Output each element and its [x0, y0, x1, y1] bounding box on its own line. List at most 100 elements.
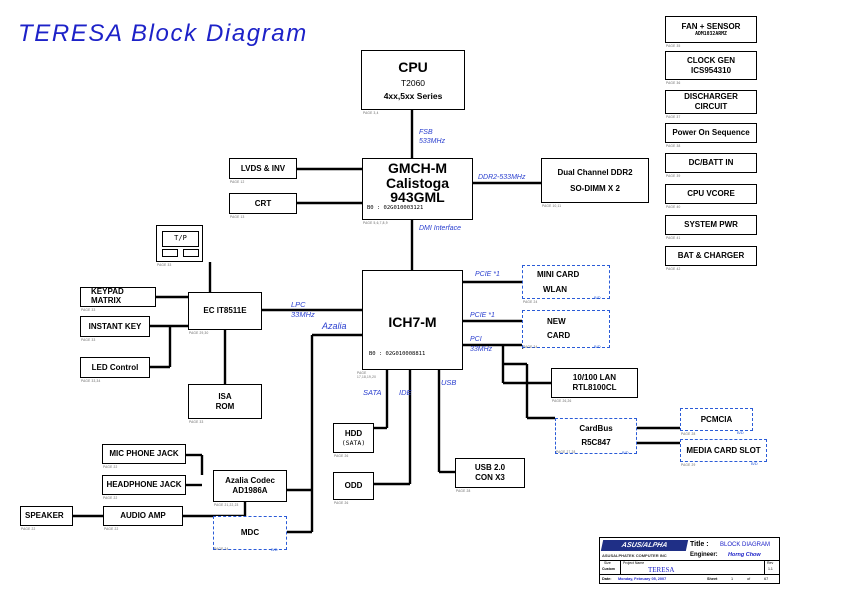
lan-line2: RTL8100CL	[572, 383, 617, 392]
page-ref: PAGE 21,22,23	[214, 503, 239, 507]
sata-label: SATA	[363, 388, 382, 397]
page-ref: PAGE 39	[666, 174, 681, 178]
isa-line1: ISA	[218, 391, 232, 401]
ide-label: IDE	[399, 388, 412, 397]
isa-line2: ROM	[215, 401, 235, 411]
page-ref: PAGE 3,4	[363, 111, 379, 115]
page-ref: PAGE 38	[666, 144, 681, 148]
page-ref: PAGE 33	[81, 308, 96, 312]
touchpad-label: T/P	[174, 234, 187, 242]
hdd-line1: HDD	[344, 428, 363, 438]
rev-label: Rev	[767, 561, 774, 565]
led-control-block: LED Control	[80, 357, 150, 378]
pcie1-label: PCIE *1	[475, 271, 500, 278]
cpu-model: T2060	[400, 78, 426, 89]
dash-ref: B/D	[737, 430, 744, 435]
media-card-label: MEDIA CARD SLOT	[686, 445, 761, 455]
power-block-line2: ICS954310	[690, 65, 732, 75]
usb-line1: USB 2.0	[474, 463, 506, 472]
mic-jack-label: MIC PHONE JACK	[109, 449, 179, 458]
page-ref: PAGE 40	[666, 205, 681, 209]
project-label: Project Name	[623, 561, 645, 565]
mdc-label: MDC	[240, 528, 260, 537]
newcard-line2: CARD	[547, 331, 571, 340]
pcmcia-block: PCMCIA	[680, 408, 753, 431]
lpc-speed: 33MHz	[291, 310, 315, 319]
sheet-label: Sheet	[707, 577, 718, 581]
codec-block: Azalia Codec AD1986A	[213, 470, 287, 502]
ddr-block: Dual Channel DDR2 SO-DIMM X 2	[541, 158, 649, 203]
dash-ref: B/D	[751, 461, 758, 466]
fsb-label: FSB	[419, 129, 433, 136]
ec-block: EC IT8511E	[188, 292, 262, 330]
mdc-block: MDC	[213, 516, 287, 550]
page-ref: PAGE 12	[230, 180, 245, 184]
company-logo: ASUS/ALPHA	[600, 540, 689, 551]
touchpad-block: T/P	[156, 225, 203, 262]
touchpad-right-button	[183, 249, 199, 257]
odd-block: ODD	[333, 472, 374, 500]
logo-text: ASUS/ALPHA	[620, 542, 668, 549]
cpu-series: 4xx,5xx Series	[383, 90, 443, 101]
azalia-bus-label: Azalia	[322, 321, 347, 331]
gmch-part-number: B0 : 02G010003121	[367, 205, 424, 212]
dmi-label: DMI Interface	[419, 225, 462, 232]
page-ref: PAGE 33,34	[81, 379, 101, 383]
of-value: 67	[764, 577, 769, 581]
minicard-line2: WLAN	[543, 284, 567, 294]
power-block-line1: DISCHARGER	[684, 92, 738, 101]
page-ref: PAGE 28	[681, 432, 696, 436]
ec-label: EC IT8511E	[203, 306, 247, 315]
media-card-block: MEDIA CARD SLOT	[680, 439, 767, 462]
instant-key-label: INSTANT KEY	[88, 321, 142, 331]
page-ref: PAGE 22	[104, 527, 119, 531]
minicard-line1: MINI CARD	[537, 269, 580, 279]
hdd-block: HDD (SATA)	[333, 423, 374, 453]
lvds-block: LVDS & INV	[229, 158, 297, 179]
power-block-line1: SYSTEM PWR	[684, 220, 738, 229]
crt-block: CRT	[229, 193, 297, 214]
engineer-label: Engineer:	[690, 552, 718, 558]
isa-rom-block: ISA ROM	[188, 384, 262, 419]
power-block: DC/BATT IN	[665, 153, 757, 173]
power-block-line1: CLOCK GEN	[687, 55, 735, 65]
keypad-block: KEYPAD MATRIX	[80, 287, 156, 307]
lpc-label: LPC	[291, 300, 306, 309]
gmch-line3: 943GML	[390, 189, 445, 206]
usb-bus-label: USB	[441, 378, 457, 387]
audio-amp-label: AUDIO AMP	[120, 511, 166, 520]
headphone-jack-label: HEADPHONE JACK	[106, 480, 182, 489]
size-label: Size	[604, 561, 611, 565]
dash-ref: B/D	[594, 344, 601, 349]
page-ref: PAGE 26	[334, 454, 349, 458]
minicard-block: MINI CARD WLAN	[522, 265, 610, 299]
page-ref: PAGE 24	[214, 547, 229, 551]
page-ref: PAGE 24	[523, 300, 538, 304]
page-ref: PAGE 22	[103, 496, 118, 500]
keypad-line2: MATRIX	[91, 296, 122, 305]
page-ref: PAGE 28	[456, 489, 471, 493]
power-block-line1: DC/BATT IN	[688, 158, 734, 167]
page-ref: PAGE 41	[666, 236, 681, 240]
page-ref: PAGE 37	[666, 115, 681, 119]
power-block: CPU VCORE	[665, 184, 757, 204]
pcie2-label: PCIE *1	[470, 312, 495, 319]
pcmcia-label: PCMCIA	[700, 414, 733, 424]
power-block-line2: CIRCUIT	[694, 102, 728, 111]
page-ref: PAGE 22	[21, 527, 36, 531]
speaker-label: SPEAKER	[25, 511, 64, 520]
cpu-label: CPU	[398, 58, 428, 75]
power-block-line1: Power On Sequence	[672, 128, 750, 137]
dash-ref: B/D	[594, 295, 601, 300]
title-value: BLOCK DIAGRAM	[720, 542, 771, 548]
ddr-bus-label: DDR2-533MHz	[478, 174, 526, 181]
page-ref: PAGE 29,30	[189, 331, 209, 335]
lan-line1: 10/100 LAN	[572, 373, 617, 382]
page-ref: PAGE 5,6,7,8,9	[363, 221, 388, 225]
power-block: Power On Sequence	[665, 123, 757, 143]
engineer-value: Horng Chow	[728, 552, 761, 558]
page-ref: PAGE 42	[666, 267, 681, 271]
page-ref: PAGE 36	[666, 81, 681, 85]
